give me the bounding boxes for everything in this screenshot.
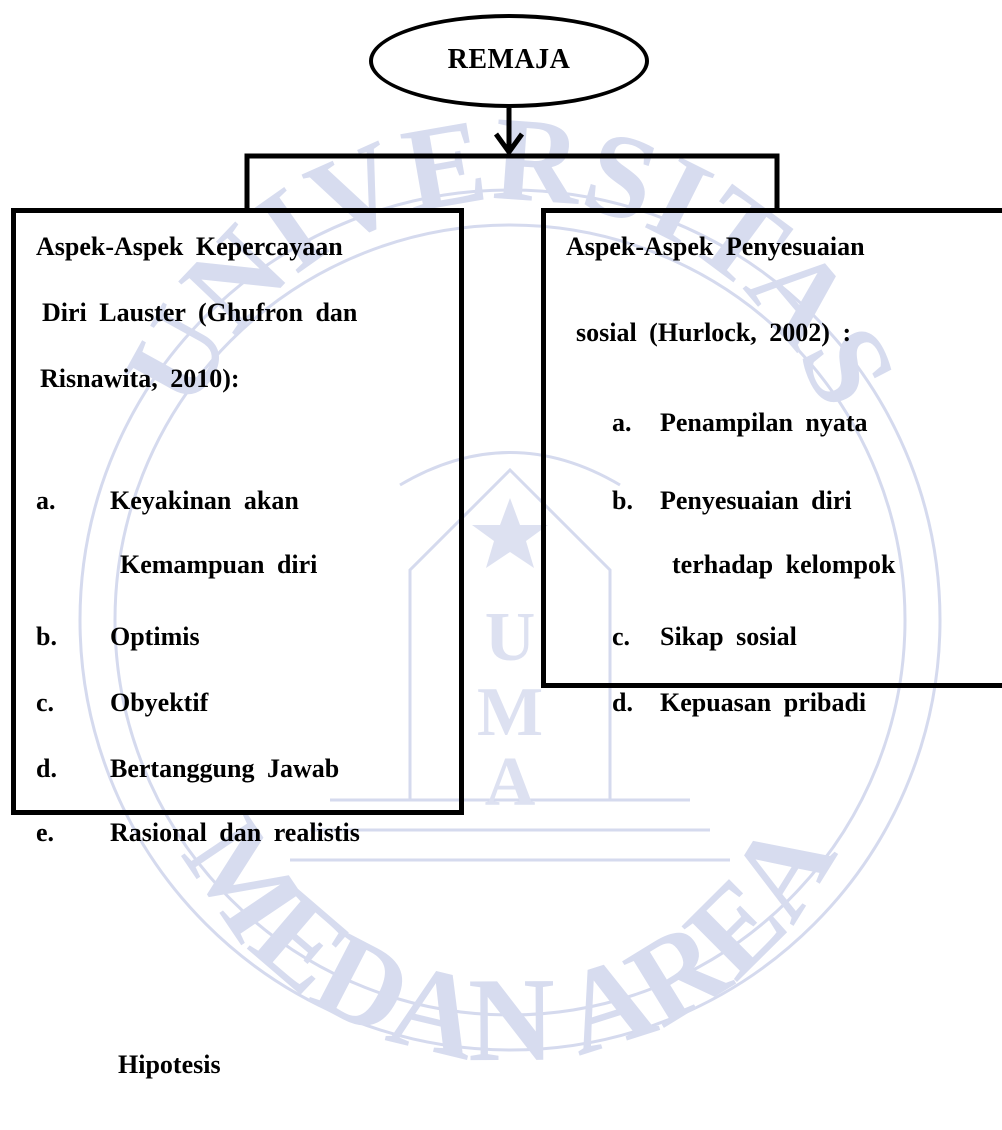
left-heading-line-1: Aspek-Aspek Kepercayaan: [36, 232, 343, 261]
left-item-e-text: Rasional dan realistis: [110, 818, 360, 847]
left-box: [11, 208, 464, 815]
right-box: [541, 208, 1002, 688]
watermark-letter-a: A: [485, 744, 536, 821]
hipotesis-heading: Hipotesis: [118, 1050, 221, 1079]
arrow-head: [493, 132, 525, 157]
left-item-e-marker: e.: [36, 818, 55, 847]
left-heading-line-2: Diri Lauster (Ghufron dan: [42, 298, 358, 327]
branch-line: [244, 153, 780, 208]
watermark-letter-u: U: [485, 599, 536, 676]
right-item-a-text: Penampilan nyata: [660, 408, 868, 437]
watermark-letter-m: M: [477, 674, 543, 751]
left-item-d-text: Bertanggung Jawab: [110, 754, 340, 783]
right-heading-line-2: sosial (Hurlock, 2002) :: [576, 318, 852, 347]
right-heading-line-1: Aspek-Aspek Penyesuaian: [566, 232, 865, 261]
left-item-a-marker: a.: [36, 486, 56, 515]
right-item-b-text: Penyesuaian diri: [660, 486, 852, 515]
right-item-a-marker: a.: [612, 408, 632, 437]
left-item-d-marker: d.: [36, 754, 57, 783]
left-item-c-marker: c.: [36, 688, 55, 717]
left-item-a-text: Keyakinan akan: [110, 486, 299, 515]
right-item-b-marker: b.: [612, 486, 633, 515]
right-item-b-text-2: terhadap kelompok: [672, 550, 896, 579]
left-item-c-text: Obyektif: [110, 688, 209, 717]
root-label: REMAJA: [447, 44, 571, 75]
right-item-c-marker: c.: [612, 622, 631, 651]
left-item-b-marker: b.: [36, 622, 57, 651]
left-item-a-text-2: Kemampuan diri: [120, 550, 318, 579]
right-item-c-text: Sikap sosial: [660, 622, 797, 651]
right-item-d-text: Kepuasan pribadi: [660, 688, 867, 717]
root-node: REMAJA: [369, 14, 649, 108]
left-heading-line-3: Risnawita, 2010):: [40, 364, 240, 393]
right-item-d-marker: d.: [612, 688, 633, 717]
left-item-b-text: Optimis: [110, 622, 200, 651]
